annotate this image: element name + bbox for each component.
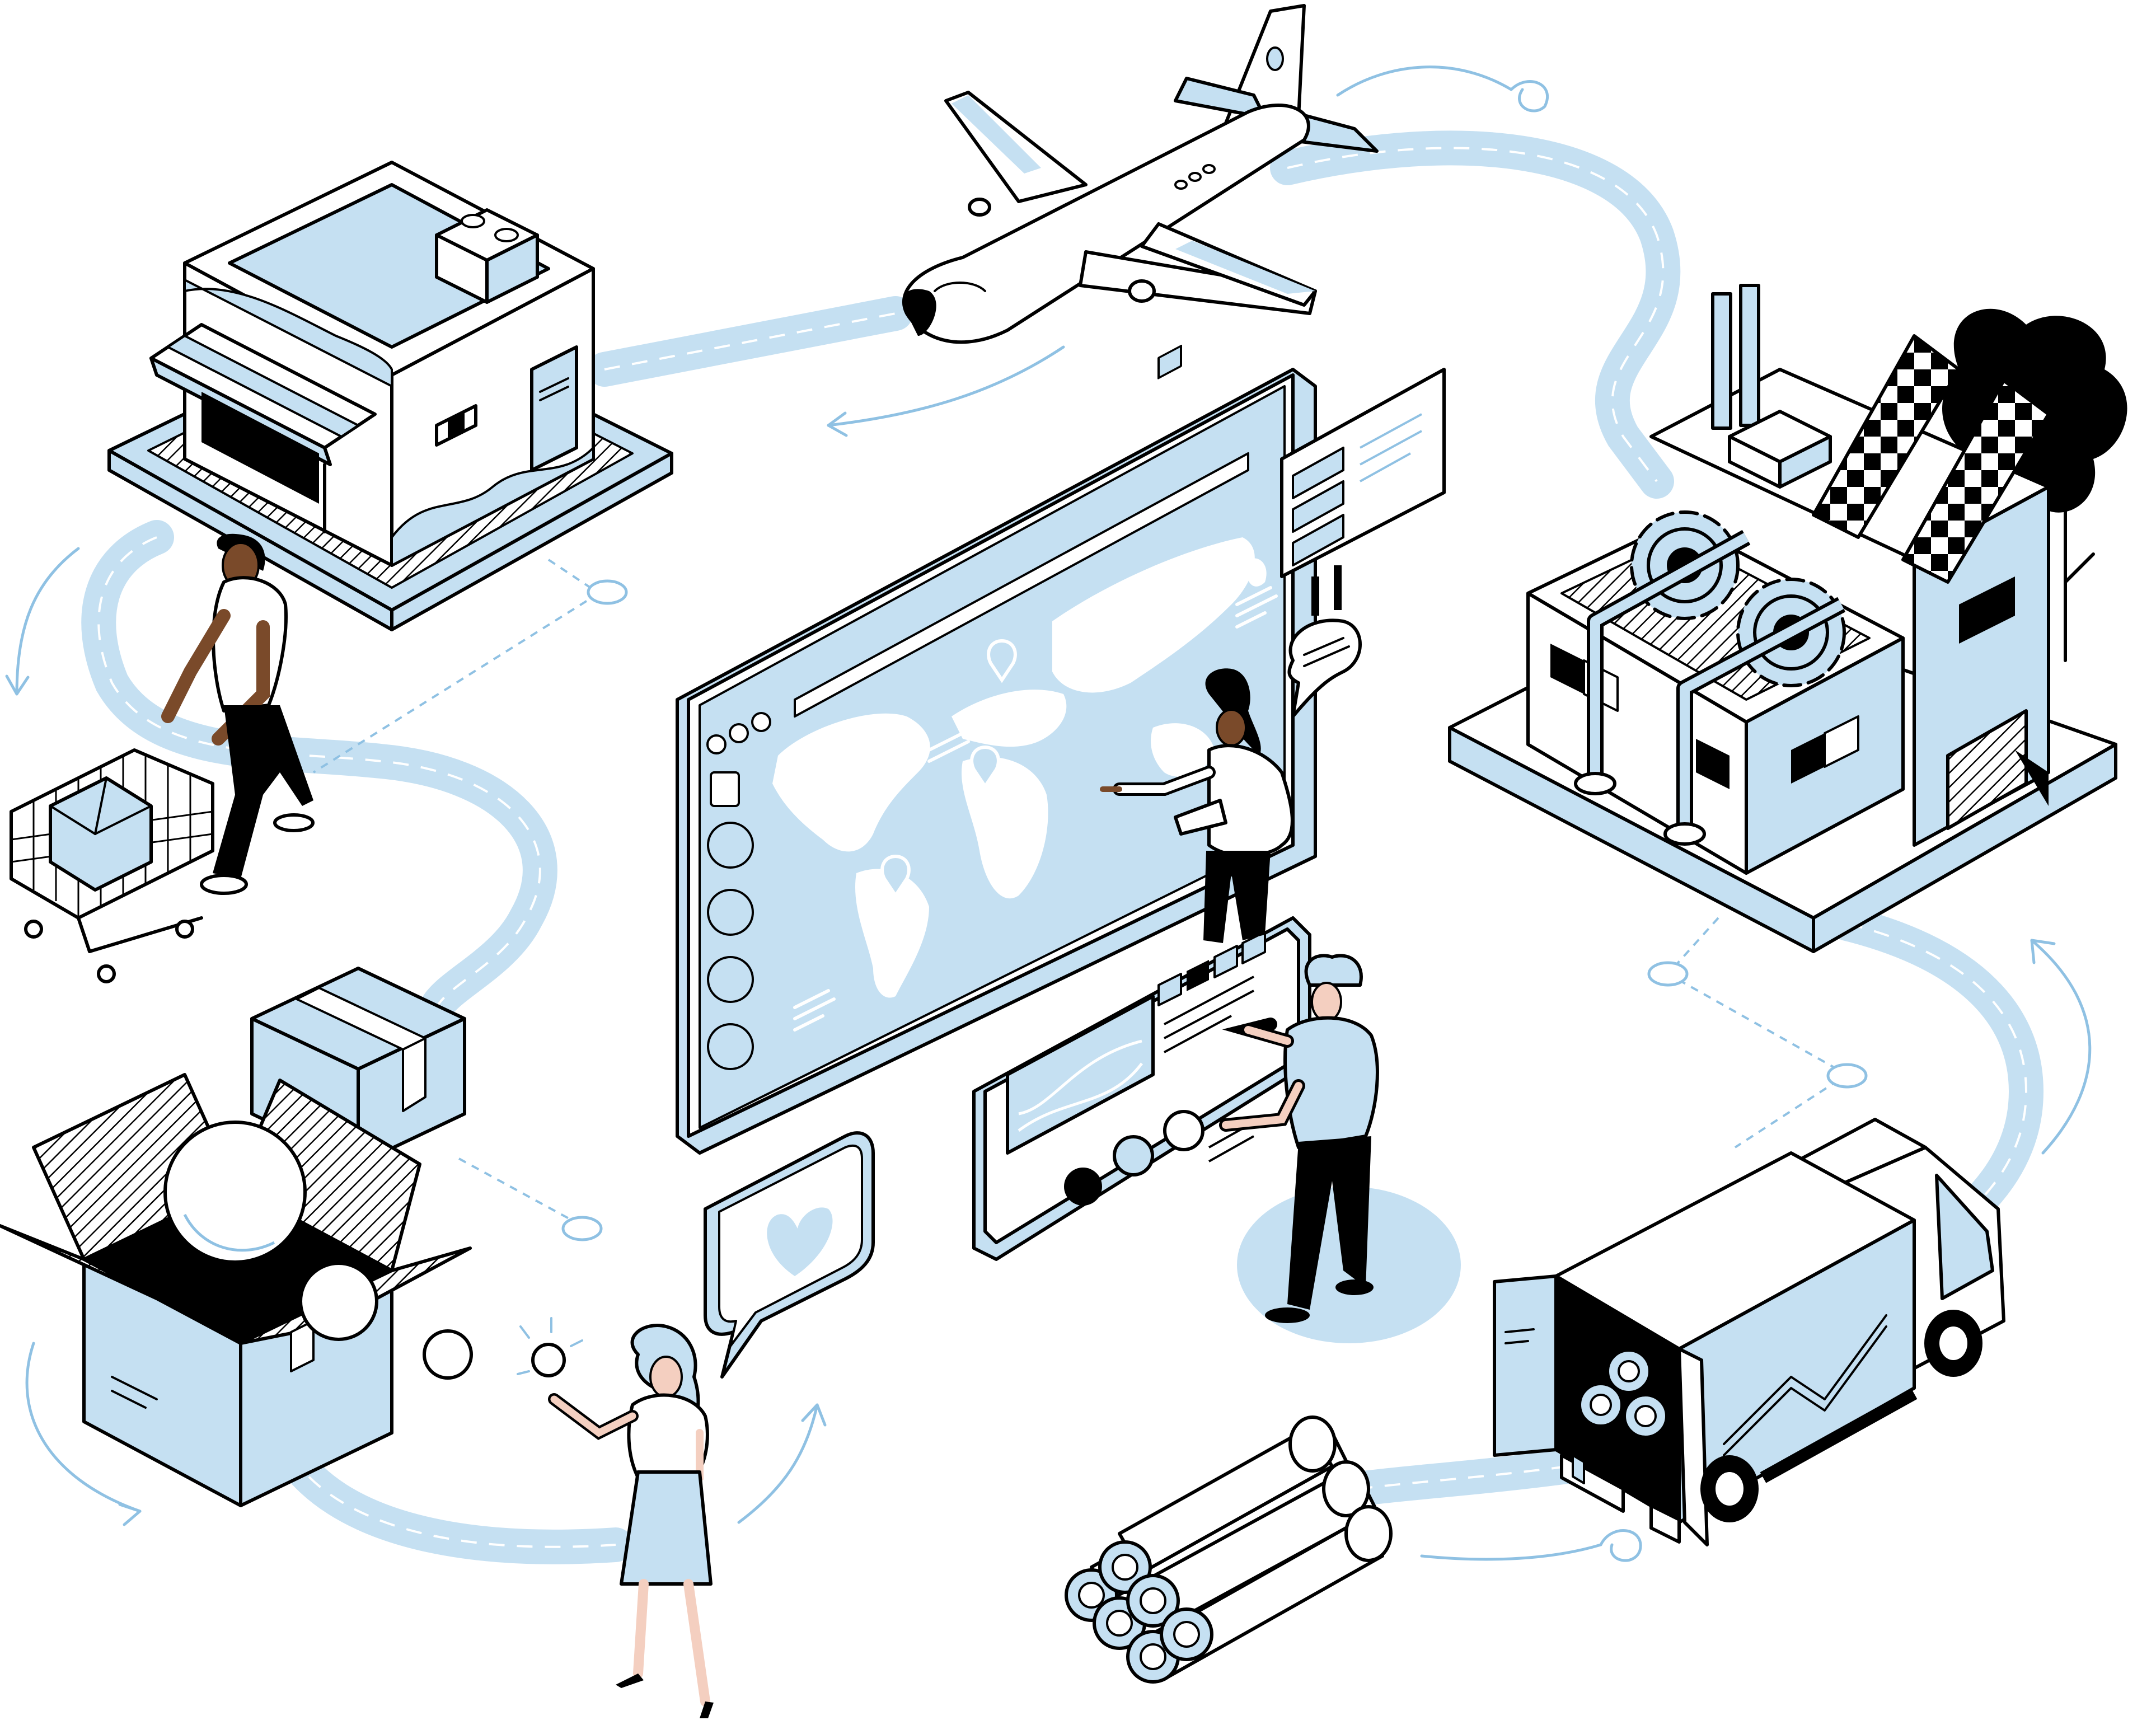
airplane-icon	[902, 4, 1379, 344]
speech-bubble-icon	[1287, 618, 1362, 718]
factory-icon	[1448, 284, 2127, 953]
person-man-operator	[1219, 954, 1461, 1343]
heart-speech-bubble-icon	[704, 1131, 875, 1379]
shopping-cart-icon	[10, 748, 214, 983]
connector-nodes	[561, 579, 1868, 1241]
delivery-truck-icon	[1493, 1118, 2005, 1546]
cardboard-box-icon	[0, 967, 583, 1507]
location-pin-icon	[880, 639, 1017, 899]
person-woman-juggler	[548, 1324, 714, 1718]
person-shopper	[161, 533, 315, 895]
supply-road	[81, 130, 2044, 1564]
person-woman-presenter	[1100, 668, 1294, 943]
world-map	[772, 537, 1267, 998]
pipes-icon	[1065, 1415, 1393, 1684]
flow-arrows	[5, 65, 2092, 1562]
store-icon	[107, 161, 673, 631]
